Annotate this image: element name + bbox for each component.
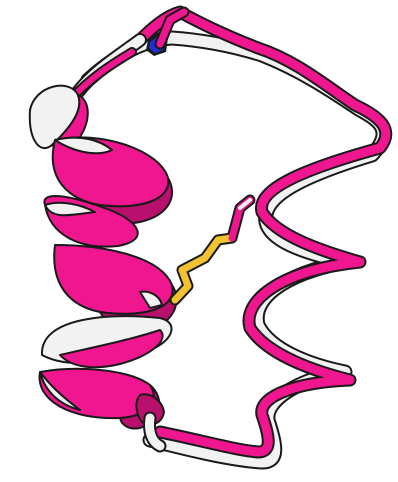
- top-loop: [70, 40, 140, 100]
- alpha-helix: [30, 86, 177, 429]
- disulfide-bond: [175, 200, 250, 300]
